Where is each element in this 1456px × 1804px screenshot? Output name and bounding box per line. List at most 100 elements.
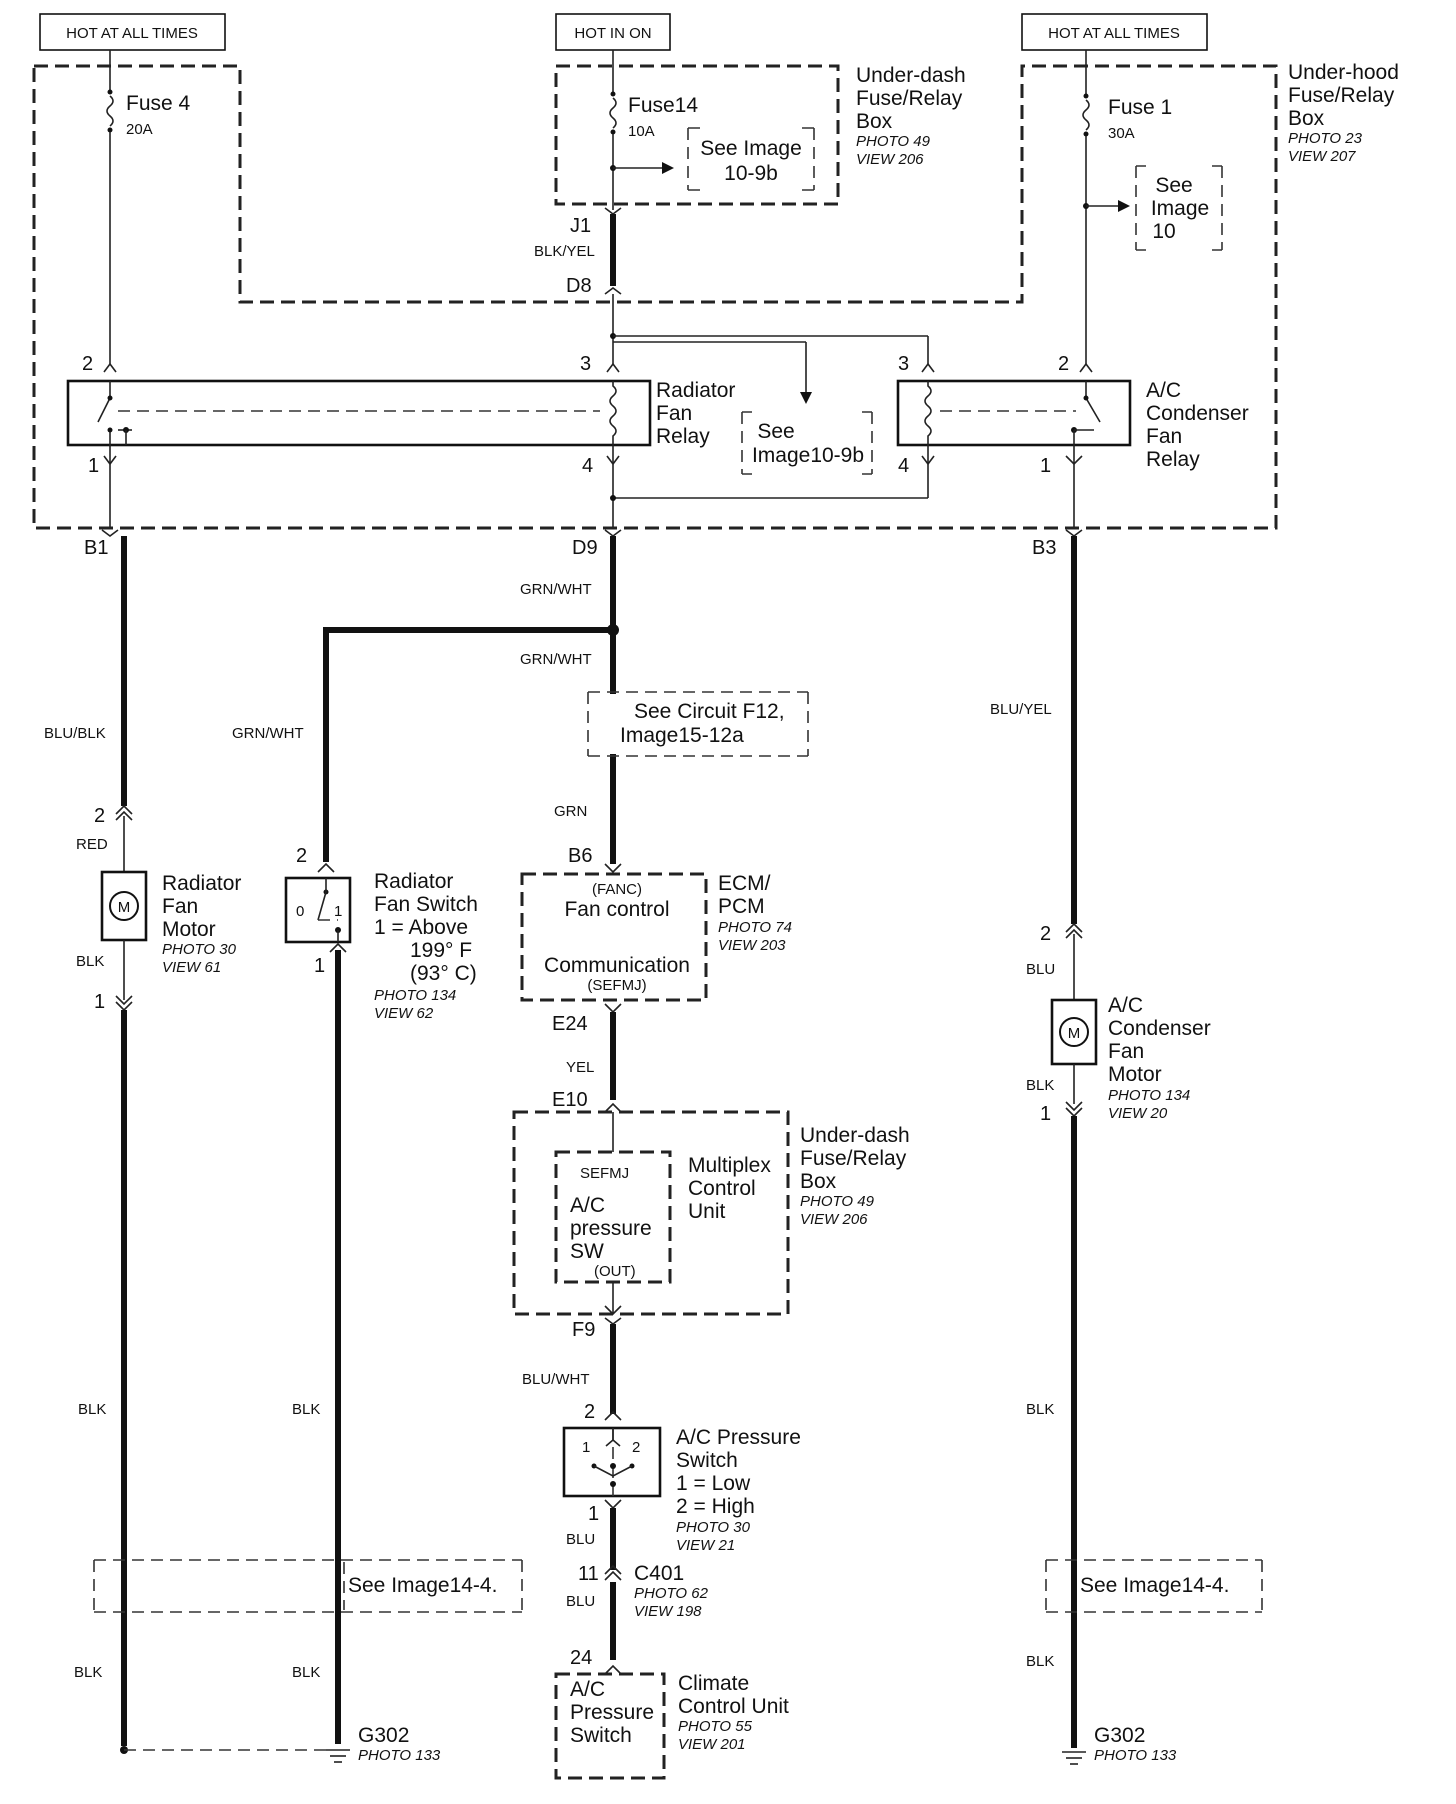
svg-text:See: See — [757, 420, 794, 443]
wire-blu-1: BLU — [566, 1531, 595, 1548]
ccu-pin-24: 24 — [570, 1647, 592, 1669]
radiator-fan-motor: M — [100, 870, 148, 942]
wire-grn-wht-switch: GRN/WHT — [232, 725, 304, 742]
svg-text:Box: Box — [1288, 107, 1325, 130]
ac-condenser-fan-relay-label: A/C Condenser Fan Relay — [1146, 379, 1249, 471]
svg-text:HOT IN ON: HOT IN ON — [574, 25, 651, 42]
svg-text:Radiator: Radiator — [162, 872, 241, 895]
multiplex-control-unit: SEFMJ A/C pressure SW (OUT) — [554, 1150, 672, 1284]
fuse1-name: Fuse 1 — [1108, 96, 1172, 119]
climate-control-unit-label: Climate Control Unit PHOTO 55 VIEW 201 — [678, 1672, 789, 1753]
ecm-pcm-box: (FANC) Fan control Communication (SEFMJ) — [520, 872, 708, 1002]
svg-text:10-9b: 10-9b — [724, 162, 778, 185]
see-circuit-f12-ref: See Circuit F12, Image15-12a — [587, 691, 809, 757]
svg-text:VIEW 207: VIEW 207 — [1288, 148, 1356, 165]
svg-text:0: 0 — [296, 903, 304, 920]
wire-yel: YEL — [566, 1059, 594, 1076]
see-image-10-9b-ref-a: See Image 10-9b — [687, 127, 815, 191]
g302-right-photo: PHOTO 133 — [1094, 1747, 1177, 1764]
fuse1-amp: 30A — [1108, 125, 1135, 142]
wire-blk-motor: BLK — [76, 953, 104, 970]
pressure-switch-pin-2: 2 — [584, 1401, 595, 1423]
svg-text:Pressure: Pressure — [570, 1701, 654, 1724]
c401-pin-11: 11 — [578, 1563, 599, 1585]
see-image-10-9b-ref-b: See Image10-9b — [741, 411, 873, 475]
svg-text:A/C: A/C — [570, 1678, 605, 1701]
svg-text:Fuse/Relay: Fuse/Relay — [1288, 84, 1395, 107]
svg-text:VIEW 61: VIEW 61 — [162, 959, 221, 976]
svg-text:PHOTO 74: PHOTO 74 — [718, 919, 792, 936]
fuse14-symbol — [609, 97, 617, 129]
connector-b6: B6 — [568, 845, 592, 867]
svg-text:Radiator: Radiator — [374, 870, 453, 893]
rad-relay-pin-2: 2 — [82, 353, 93, 375]
hot-in-on-label: HOT IN ON — [555, 13, 671, 51]
svg-text:Climate: Climate — [678, 1672, 749, 1695]
svg-text:VIEW 20: VIEW 20 — [1108, 1105, 1168, 1122]
wire-blk-left-1: BLK — [78, 1401, 106, 1418]
ac-condenser-fan-relay — [896, 379, 1132, 447]
wire-blk-left-3: BLK — [74, 1664, 102, 1681]
fuse1-symbol — [1082, 99, 1090, 131]
wire-blk-ac-motor: BLK — [1026, 1077, 1054, 1094]
wire-blk-right-1: BLK — [1026, 1401, 1054, 1418]
ground-g302-right — [1062, 1751, 1086, 1765]
svg-text:HOT AT ALL TIMES: HOT AT ALL TIMES — [66, 25, 198, 42]
wire-grn: GRN — [554, 803, 587, 820]
ac-relay-pin-2: 2 — [1058, 353, 1069, 375]
svg-text:pressure: pressure — [570, 1217, 652, 1240]
ac-relay-pin-1: 1 — [1040, 455, 1051, 477]
svg-text:PHOTO 55: PHOTO 55 — [678, 1718, 753, 1735]
wire-blk-yel: BLK/YEL — [534, 243, 595, 260]
svg-text:(93° C): (93° C) — [410, 962, 477, 985]
radiator-fan-relay — [66, 379, 652, 447]
wire-blk-left-4: BLK — [292, 1664, 320, 1681]
underdash-mpx-box-label: Under-dash Fuse/Relay Box PHOTO 49 VIEW … — [800, 1124, 910, 1228]
svg-text:See: See — [1155, 174, 1192, 197]
svg-text:Motor: Motor — [1108, 1063, 1162, 1086]
ac-relay-pin-4: 4 — [898, 455, 909, 477]
fuse14-amp: 10A — [628, 123, 655, 140]
svg-text:A/C: A/C — [1108, 994, 1143, 1017]
ac-pressure-switch-label: A/C Pressure Switch 1 = Low 2 = High PHO… — [676, 1426, 801, 1554]
wire-blu-yel: BLU/YEL — [990, 701, 1052, 718]
svg-text:1 = Low: 1 = Low — [676, 1472, 751, 1495]
wire-blu-blk: BLU/BLK — [44, 725, 106, 742]
svg-text:10: 10 — [1152, 220, 1175, 243]
ac-relay-pin-3: 3 — [898, 353, 909, 375]
svg-text:Radiator: Radiator — [656, 379, 735, 402]
wire-grn-wht-2: GRN/WHT — [520, 651, 592, 668]
svg-text:VIEW 203: VIEW 203 — [718, 937, 786, 954]
hot-at-all-times-label-right: HOT AT ALL TIMES — [1021, 13, 1208, 51]
underdash-box-label: Under-dash Fuse/Relay Box PHOTO 49 VIEW … — [856, 64, 966, 168]
connector-b3: B3 — [1032, 537, 1056, 559]
svg-text:See Image14-4.: See Image14-4. — [348, 1574, 497, 1597]
fuse4-symbol — [106, 95, 114, 127]
svg-text:VIEW 21: VIEW 21 — [676, 1537, 735, 1554]
svg-text:C401: C401 — [634, 1562, 684, 1585]
svg-text:Image10-9b: Image10-9b — [752, 444, 864, 467]
underhood-box-outline — [32, 64, 1278, 530]
svg-text:VIEW 62: VIEW 62 — [374, 1005, 434, 1022]
ground-g302-left — [326, 1749, 350, 1763]
svg-text:M: M — [118, 899, 131, 916]
pressure-switch-pin-1: 1 — [588, 1503, 599, 1525]
connector-d9: D9 — [572, 537, 598, 559]
svg-text:A/C: A/C — [1146, 379, 1181, 402]
svg-text:Communication: Communication — [544, 954, 690, 977]
connector-b1: B1 — [84, 537, 108, 559]
connector-d8: D8 — [566, 275, 592, 297]
svg-text:Fan: Fan — [162, 895, 198, 918]
svg-text:ECM/: ECM/ — [718, 872, 771, 895]
rad-relay-pin-1: 1 — [88, 455, 99, 477]
fuse4-name: Fuse 4 — [126, 92, 191, 115]
rad-motor-pin-2: 2 — [94, 805, 105, 827]
svg-text:Fan: Fan — [656, 402, 692, 425]
underdash-mpx-box — [512, 1110, 790, 1316]
svg-text:Unit: Unit — [688, 1200, 726, 1223]
svg-text:A/C Pressure: A/C Pressure — [676, 1426, 801, 1449]
fuse4-amp: 20A — [126, 121, 153, 138]
svg-text:Under-dash: Under-dash — [856, 64, 966, 87]
svg-text:Box: Box — [800, 1170, 837, 1193]
